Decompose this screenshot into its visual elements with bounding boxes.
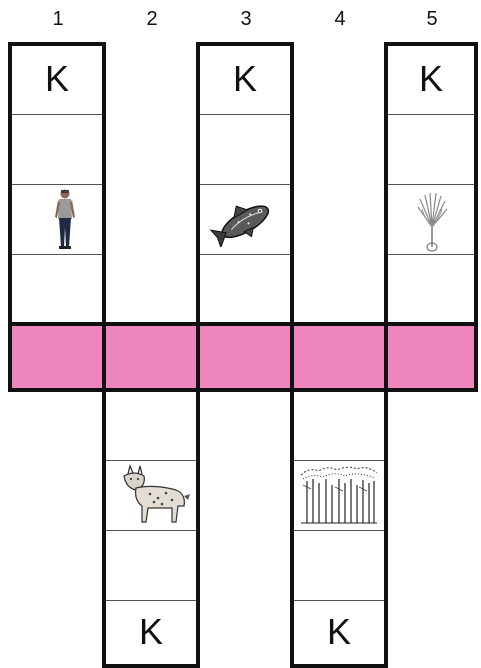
highlight-cell-3[interactable] xyxy=(198,324,292,390)
column-number-3: 3 xyxy=(226,8,266,31)
lynx-icon xyxy=(114,464,192,528)
cell-3-2[interactable] xyxy=(198,114,292,184)
cell-1-4[interactable] xyxy=(10,254,104,324)
cell-letter: K xyxy=(198,58,292,100)
cell-4-1[interactable] xyxy=(292,390,386,460)
cell-2-2[interactable] xyxy=(104,460,198,530)
cell-3-3[interactable] xyxy=(198,184,292,254)
fish-icon xyxy=(208,191,284,247)
cell-1-1[interactable]: K xyxy=(10,44,104,114)
column-number-1: 1 xyxy=(38,8,78,31)
cell-2-4[interactable]: K xyxy=(104,600,198,664)
highlight-cell-5[interactable] xyxy=(386,324,476,390)
cell-4-3[interactable] xyxy=(292,530,386,600)
cell-3-1[interactable]: K xyxy=(198,44,292,114)
forest-icon xyxy=(299,465,379,527)
cell-2-1[interactable] xyxy=(104,390,198,460)
cell-5-3[interactable] xyxy=(386,184,476,254)
column-number-5: 5 xyxy=(412,8,452,31)
flower-icon xyxy=(412,187,452,253)
cell-letter: K xyxy=(386,58,476,100)
highlight-cell-2[interactable] xyxy=(104,324,198,390)
cell-letter: K xyxy=(104,611,198,653)
cell-letter: K xyxy=(10,58,104,100)
cell-1-2[interactable] xyxy=(10,114,104,184)
cell-4-2[interactable] xyxy=(292,460,386,530)
highlight-cell-4[interactable] xyxy=(292,324,386,390)
column-number-2: 2 xyxy=(132,8,172,31)
cell-3-4[interactable] xyxy=(198,254,292,324)
cell-5-4[interactable] xyxy=(386,254,476,324)
cell-5-1[interactable]: K xyxy=(386,44,476,114)
cell-4-4[interactable]: K xyxy=(292,600,386,664)
cell-5-2[interactable] xyxy=(386,114,476,184)
cell-letter: K xyxy=(292,611,386,653)
cell-1-3[interactable] xyxy=(10,184,104,254)
cell-2-3[interactable] xyxy=(104,530,198,600)
column-number-4: 4 xyxy=(320,8,360,31)
person-icon xyxy=(50,187,80,253)
highlight-cell-1[interactable] xyxy=(10,324,104,390)
